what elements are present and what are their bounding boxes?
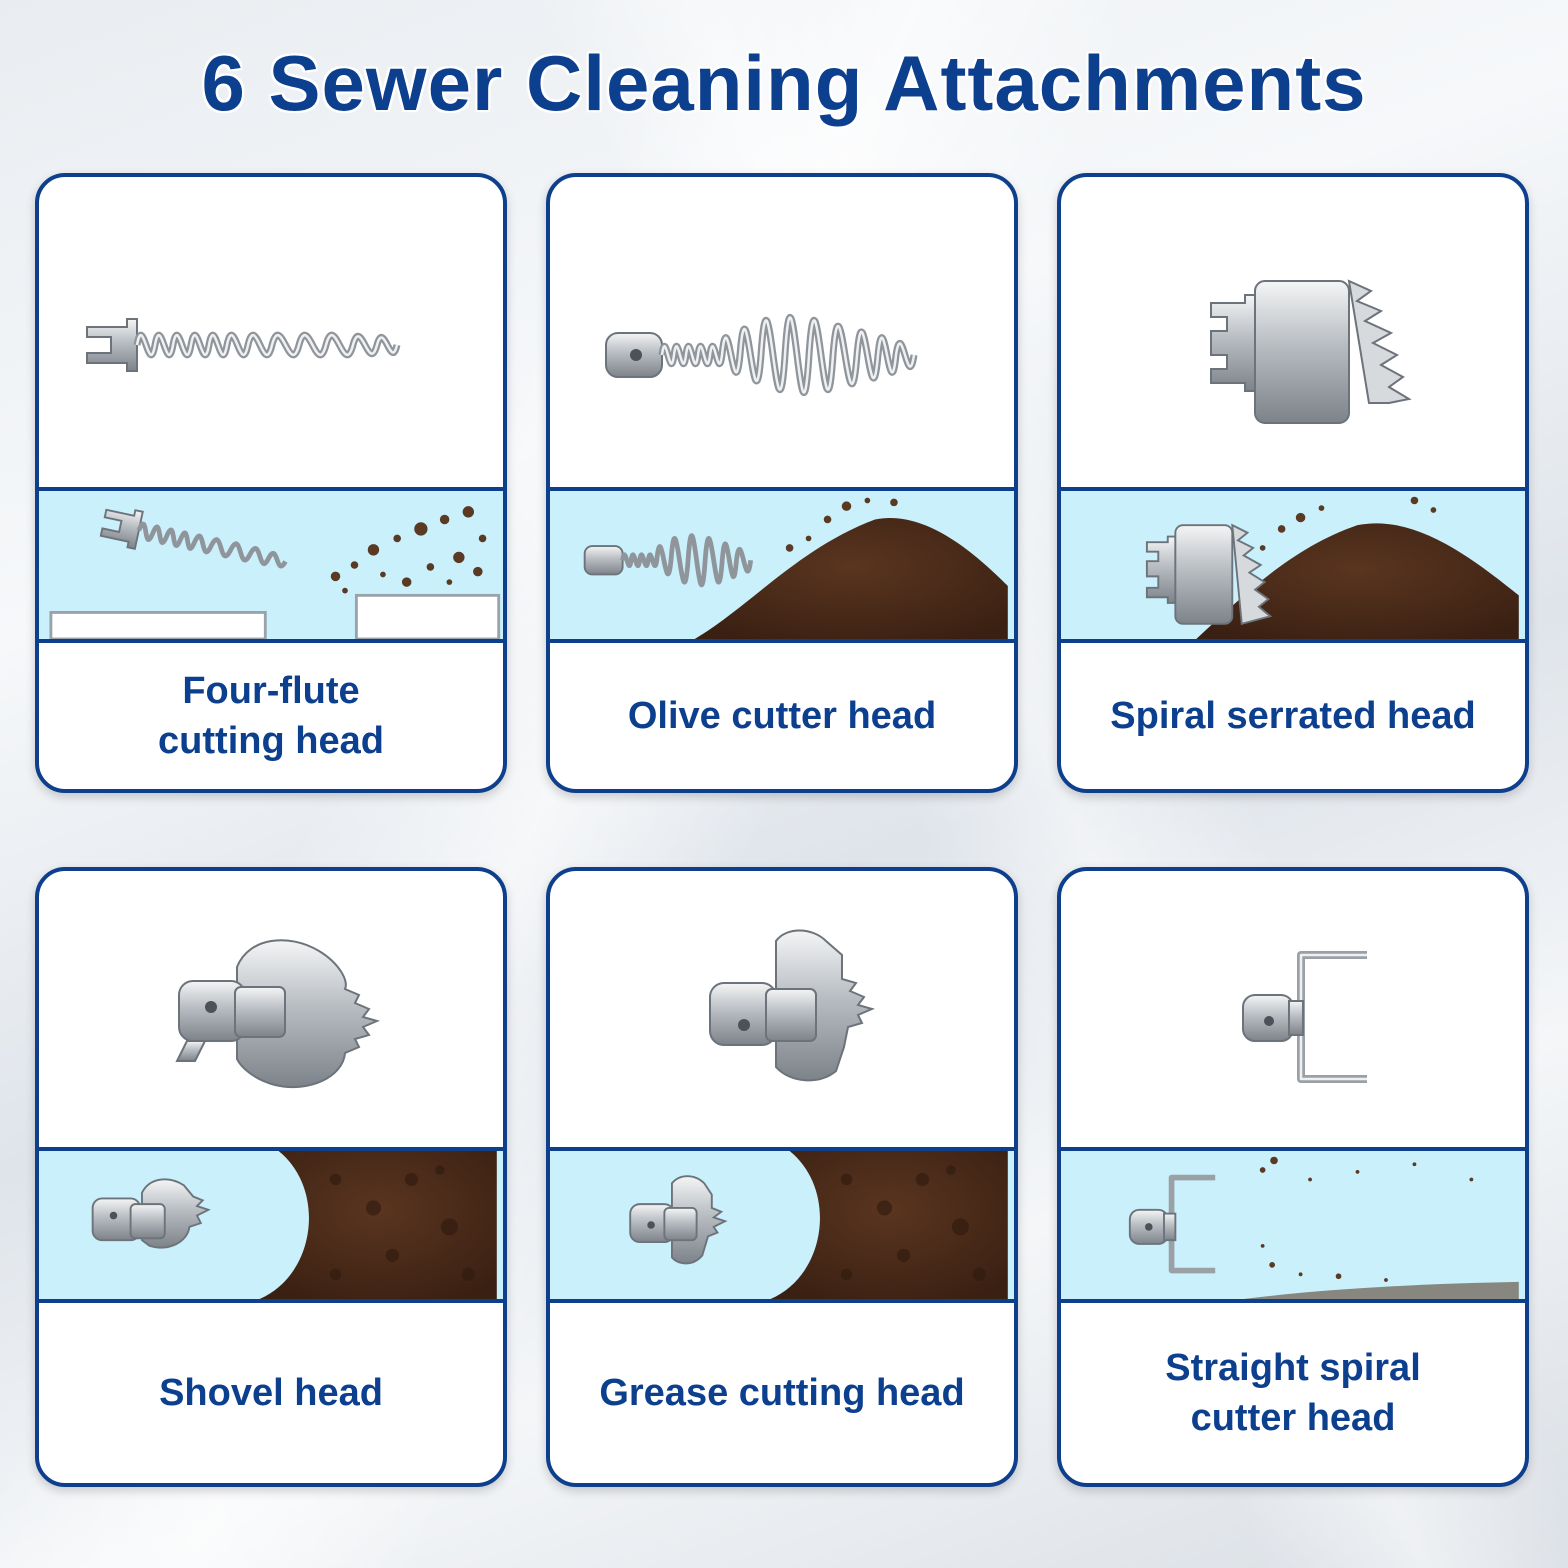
product-image (550, 871, 1014, 1147)
attachment-label: Four-flute cutting head (158, 669, 384, 762)
product-image (550, 177, 1014, 487)
serrated-cup-icon (1210, 279, 1412, 424)
attachment-label: Shovel head (159, 1371, 383, 1414)
product-image (1061, 177, 1525, 487)
usage-illustration (550, 1147, 1014, 1303)
attachment-card-grease-cutting: Grease cutting head (546, 867, 1018, 1487)
olive-spring-icon (605, 313, 918, 397)
product-image (39, 177, 503, 487)
usage-illustration (39, 487, 503, 643)
page-title: 6 Sewer Cleaning Attachments (201, 39, 1367, 127)
attachment-label: Spiral serrated head (1110, 694, 1476, 737)
attachment-card-olive-cutter: Olive cutter head (546, 173, 1018, 793)
attachment-card-four-flute: Four-flute cutting head (35, 173, 507, 793)
usage-illustration (1061, 487, 1525, 643)
attachment-label: Olive cutter head (627, 694, 937, 737)
attachment-label: Straight spiral cutter head (1165, 1346, 1421, 1439)
attachment-label: Grease cutting head (599, 1371, 965, 1414)
shovel-blade-icon (175, 939, 380, 1089)
product-image (1061, 871, 1525, 1147)
product-image (39, 871, 503, 1147)
attachment-card-spiral-serrated: Spiral serrated head (1057, 173, 1529, 793)
grease-blade-icon (709, 929, 875, 1082)
usage-illustration (550, 487, 1014, 643)
u-cutter-icon (1242, 951, 1367, 1083)
attachment-card-straight-spiral: Straight spiral cutter head (1057, 867, 1529, 1487)
usage-illustration (1061, 1147, 1525, 1303)
attachment-card-shovel: Shovel head (35, 867, 507, 1487)
spring-head-icon (86, 318, 401, 372)
usage-illustration (39, 1147, 503, 1303)
